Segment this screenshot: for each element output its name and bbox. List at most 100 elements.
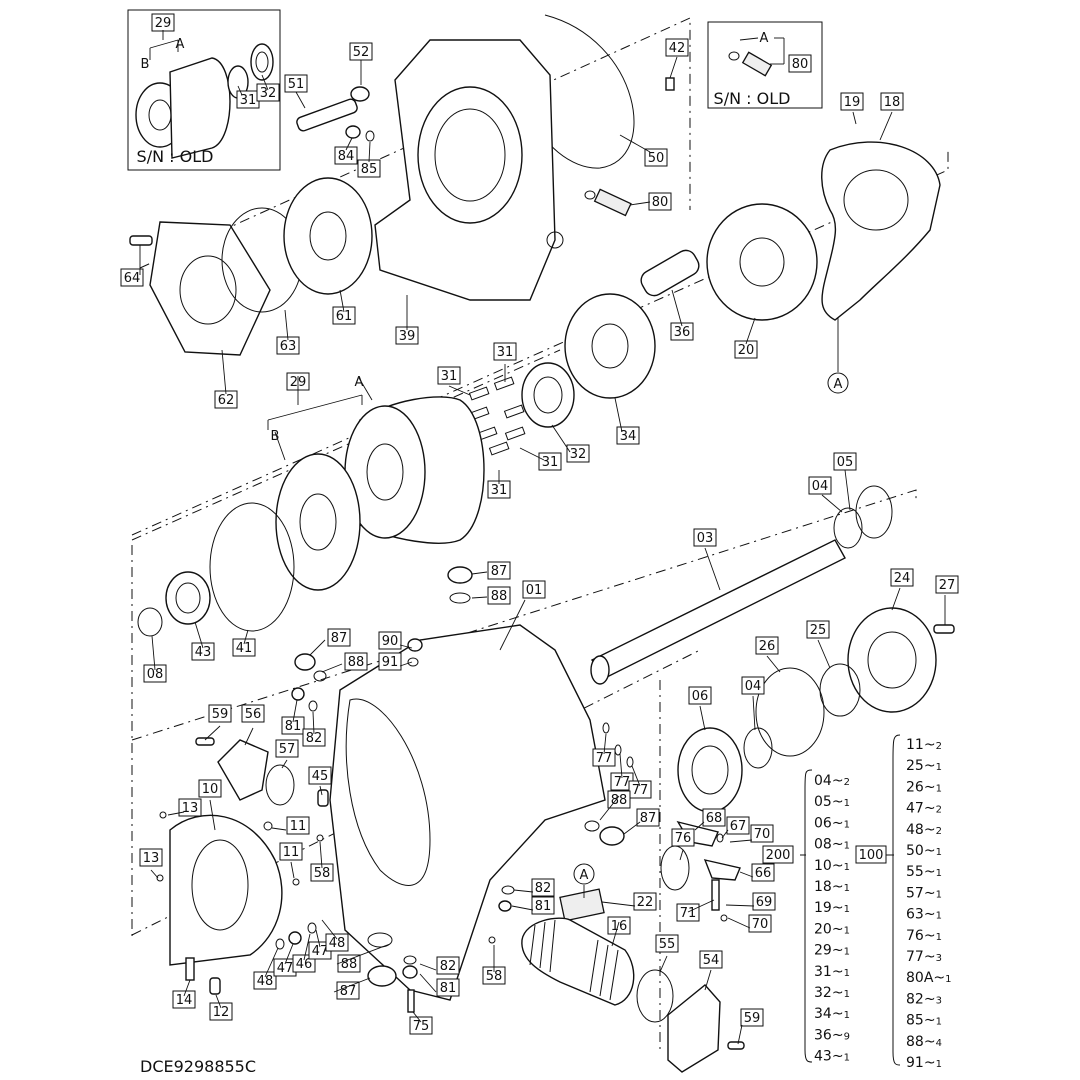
svg-text:55: 55 [659,937,676,952]
list-100-item: 55~1 [906,864,942,880]
label-88-lower-4: 88 [487,586,511,605]
leader-line [292,699,298,723]
svg-text:31: 31 [240,93,257,108]
leader-line [725,904,755,907]
svg-text:05: 05 [837,455,854,470]
leader-line [271,827,287,831]
label-70-lower-38: 70 [750,824,774,843]
svg-text:12: 12 [213,1005,230,1020]
svg-text:05~1: 05~1 [814,794,850,810]
leader-line [319,785,323,796]
svg-text:06: 06 [692,689,709,704]
svg-text:10~1: 10~1 [814,858,850,874]
label-57-lower-23: 57 [275,739,299,758]
leader-line [601,901,636,907]
list-200-item: 36~9 [814,1027,850,1043]
list-100-item: 88~4 [906,1034,942,1050]
svg-text:88: 88 [491,589,508,604]
svg-text:87: 87 [331,631,348,646]
label-67-lower-37: 67 [726,816,750,835]
list-100-item: 77~3 [906,949,942,965]
leader-line [183,979,191,997]
svg-text:88: 88 [348,655,365,670]
leader-line [611,921,620,947]
callout-a-circle-lower: A [573,863,595,885]
svg-text:82: 82 [535,881,552,896]
leader-line [215,994,222,1009]
svg-text:82: 82 [440,959,457,974]
list-100-item: 26~1 [906,779,942,795]
svg-text:11: 11 [283,845,300,860]
svg-text:34: 34 [620,429,637,444]
leader-line [321,919,338,940]
label-22-lower-46: 22 [633,892,657,911]
svg-text:52: 52 [353,45,370,60]
svg-text:58: 58 [314,866,331,881]
leader-line [319,841,323,869]
svg-text:13: 13 [143,851,160,866]
svg-text:82: 82 [306,731,323,746]
label-01-lower-5: 01 [522,580,546,599]
svg-text:67: 67 [730,819,747,834]
svg-text:39: 39 [399,329,416,344]
leader-line [209,799,216,831]
list-200-item: 18~1 [814,879,850,895]
svg-text:81: 81 [285,719,302,734]
leader-line [345,137,353,151]
label-55-lower-49: 55 [655,934,679,953]
leader-line [151,635,156,671]
leader-line [399,661,413,667]
svg-text:81: 81 [535,899,552,914]
leader-line [284,309,289,341]
svg-text:24: 24 [894,571,911,586]
svg-text:42: 42 [669,41,686,56]
leader-line [339,289,345,313]
list-200-item: 32~1 [814,985,850,1001]
label-14-lower-52: 14 [172,990,196,1009]
svg-text:11: 11 [290,819,307,834]
leader-line [766,655,781,673]
svg-text:84: 84 [338,149,355,164]
upper-assembly [129,14,941,637]
list-100-item: 76~1 [906,928,942,944]
label-34-22: 34 [616,426,640,445]
callout-a-circle: A [827,372,849,394]
label-36-13: 36 [670,322,694,341]
leader-line [321,663,343,673]
lower-assembly [156,566,745,1073]
svg-text:19~1: 19~1 [814,900,850,916]
label-62-15: 62 [214,390,238,409]
list-100-item: 50~1 [906,843,942,859]
svg-text:13: 13 [182,801,199,816]
leader-line [614,397,623,433]
label-85-4: 85 [357,159,381,178]
leader-line [358,377,373,401]
list-200-item: 08~1 [814,837,850,853]
svg-text:48: 48 [257,974,274,989]
label-31-20: 31 [437,366,461,385]
svg-text:87: 87 [491,564,508,579]
svg-text:04: 04 [812,479,829,494]
label-50-5: 50 [644,148,668,167]
svg-text:59: 59 [212,707,229,722]
leader-line [471,571,488,575]
svg-text:77: 77 [596,751,613,766]
label-76-lower-39: 76 [671,828,695,847]
label-a-inset-right: A [760,31,769,46]
leader-line [891,587,901,611]
assembly-100-label: 100 [855,845,887,864]
svg-text:31: 31 [491,483,508,498]
label-b-inset: B [141,57,150,72]
leader-line [704,969,712,991]
svg-text:04~2: 04~2 [814,773,850,789]
leader-line [694,821,705,831]
leader-line [669,56,678,79]
label-88-lower-12: 88 [344,652,368,671]
svg-text:31: 31 [542,455,559,470]
svg-text:61: 61 [336,309,353,324]
svg-text:45: 45 [312,769,329,784]
label-a-18: A [355,375,364,390]
leader-line [619,134,651,153]
svg-text:81: 81 [440,981,457,996]
leader-line [699,705,706,731]
